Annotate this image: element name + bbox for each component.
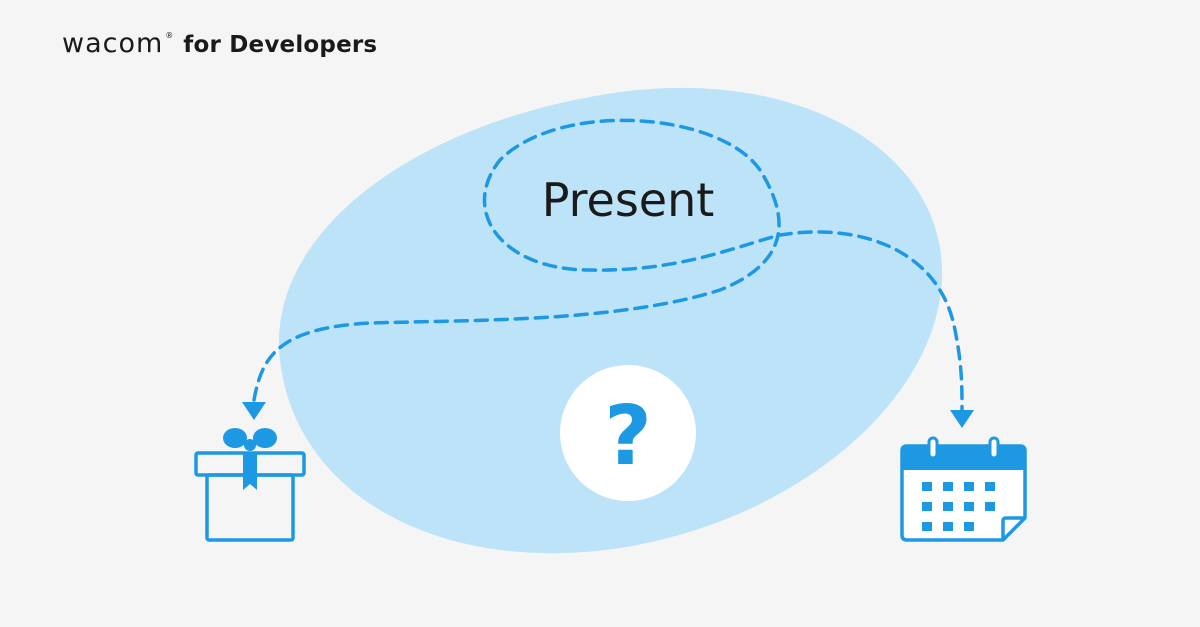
dashed-path-left bbox=[252, 118, 964, 412]
brand-tagline: for Developers bbox=[183, 32, 378, 58]
calendar-icon bbox=[900, 436, 1027, 542]
present-word: Present bbox=[542, 173, 715, 227]
brand-header: wacom ® for Developers bbox=[62, 30, 377, 57]
gift-box-icon bbox=[194, 428, 306, 542]
wacom-logo: wacom ® bbox=[62, 30, 173, 57]
wacom-logo-text: wacom bbox=[62, 28, 164, 59]
arrowhead-right-icon bbox=[950, 410, 974, 428]
arrowhead-left-icon bbox=[242, 402, 266, 420]
question-mark: ? bbox=[604, 389, 652, 484]
question-circle bbox=[560, 365, 696, 501]
registered-mark: ® bbox=[165, 31, 174, 40]
